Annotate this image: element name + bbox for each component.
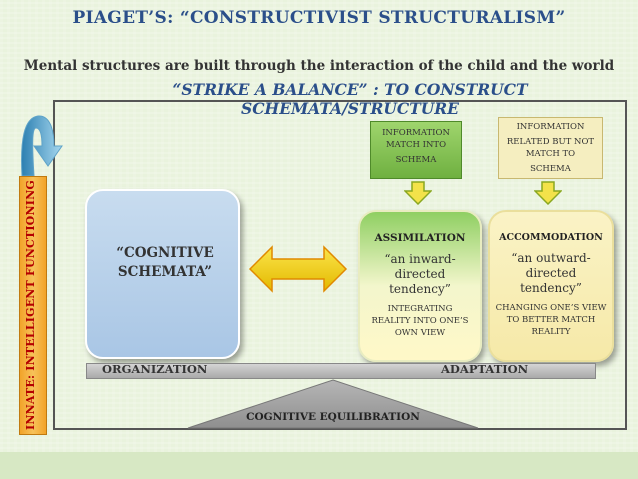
subtitle: Mental structures are built through the …	[23, 58, 615, 74]
page-title: PIAGET’S: “CONSTRUCTIVIST STRUCTURALISM”	[72, 8, 566, 28]
side-bar	[19, 176, 47, 435]
adaptation-label: ADAPTATION	[441, 362, 529, 376]
cycle-arrow-icon	[21, 115, 63, 177]
accommodation-title: ACCOMMODATION	[499, 232, 603, 243]
info-related-line-1: INFORMATION	[516, 122, 585, 132]
assimilation-title: ASSIMILATION	[374, 232, 466, 244]
balance-beam	[86, 363, 596, 379]
info-related-line-4: SCHEMA	[530, 164, 571, 174]
schemata-line-1: “COGNITIVE	[116, 245, 214, 261]
diagram-frame	[53, 100, 627, 430]
accommodation-note-3: REALITY	[531, 327, 571, 337]
info-related-line-3: MATCH TO	[525, 149, 576, 159]
assimilation-quote-2: directed	[394, 267, 446, 281]
info-related-box: INFORMATION RELATED BUT NOT MATCH TO SCH…	[498, 117, 603, 179]
info-match-line-1: INFORMATION	[382, 128, 450, 138]
accommodation-quote-3: tendency”	[520, 281, 582, 295]
assimilation-note-3: OWN VIEW	[394, 328, 446, 338]
assimilation-note-2: REALITY INTO ONE’S	[371, 316, 469, 326]
info-match-line-3: SCHEMA	[395, 155, 437, 165]
accommodation-note-2: TO BETTER MATCH	[506, 315, 596, 325]
equilibration-label: COGNITIVE EQUILIBRATION	[246, 411, 420, 423]
accommodation-quote-1: “an outward-	[511, 251, 591, 265]
double-arrow-icon	[248, 245, 348, 293]
assimilation-quote-3: tendency”	[389, 282, 451, 296]
assimilation-quote-1: “an inward-	[384, 252, 456, 266]
schemata-label: “COGNITIVE SCHEMATA”	[100, 244, 230, 282]
assimilation-box: ASSIMILATION “an inward- directed tenden…	[358, 210, 482, 362]
accommodation-quote-2: directed	[525, 266, 577, 280]
bottom-band	[0, 452, 638, 479]
down-arrow-icon	[404, 181, 432, 205]
side-label: INNATE: INTELLIGENT FUNCTIONING	[24, 180, 37, 430]
info-match-box: INFORMATION MATCH INTO SCHEMA	[370, 121, 462, 179]
schemata-line-2: SCHEMATA”	[117, 264, 213, 280]
down-arrow-icon	[534, 181, 562, 205]
schemata-box	[85, 189, 240, 359]
accommodation-box: ACCOMMODATION “an outward- directed tend…	[488, 210, 614, 362]
accommodation-note-1: CHANGING ONE’S VIEW	[495, 303, 607, 313]
info-match-line-2: MATCH INTO	[385, 140, 447, 150]
subtitle-strike-balance: “STRIKE A BALANCE” : TO CONSTRUCT SCHEMA…	[172, 80, 528, 118]
info-related-line-2: RELATED BUT NOT	[506, 137, 595, 147]
organization-label: ORGANIZATION	[102, 362, 208, 376]
assimilation-note-1: INTEGRATING	[387, 304, 453, 314]
fulcrum-triangle	[187, 379, 479, 429]
